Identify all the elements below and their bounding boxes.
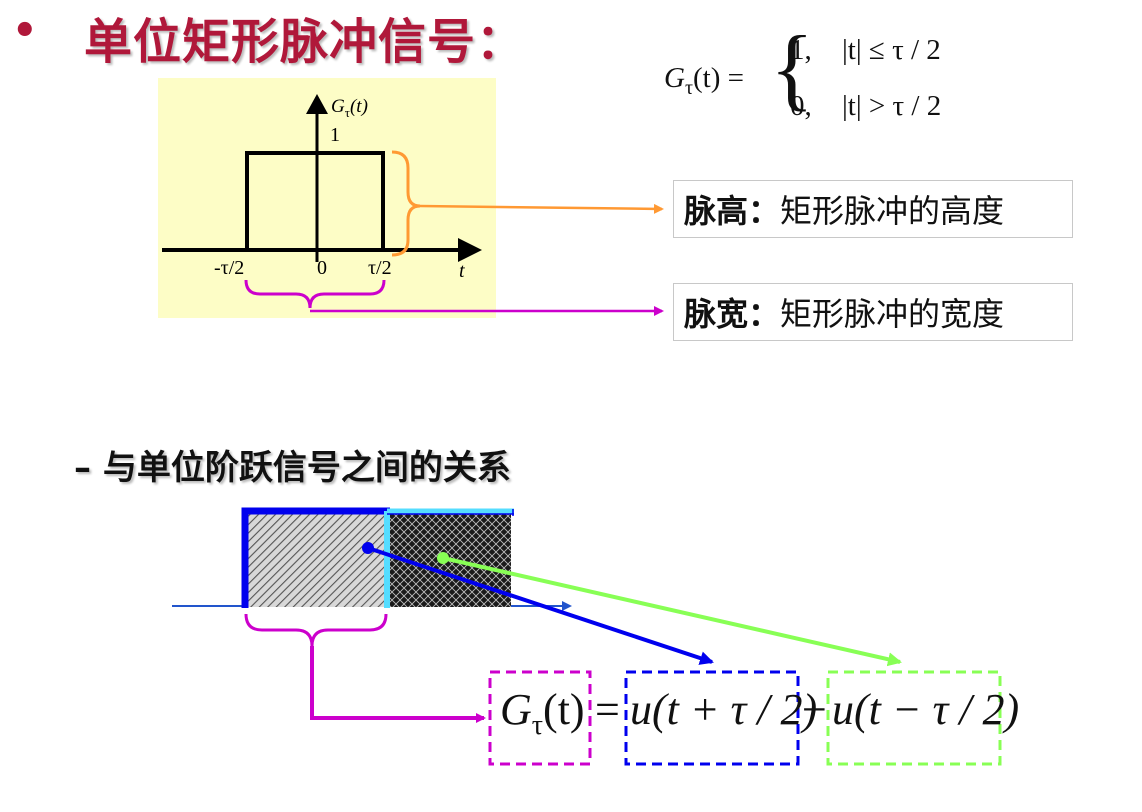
u-plus-dashed-box — [624, 670, 800, 766]
plot-x-tick-zero: 0 — [317, 257, 327, 279]
definition-lhs-symbol: G — [664, 62, 685, 94]
lower-width-brace — [244, 613, 388, 647]
plot-y-label-argument: (t) — [349, 96, 368, 117]
plot-y-label-subscript: τ — [344, 104, 350, 120]
u-minus-dashed-box — [826, 670, 1002, 766]
relation-term-u-minus: u(t − τ / 2) — [832, 685, 1020, 734]
plot-x-tick-neg-half-tau: -τ/2 — [214, 257, 245, 279]
case2-value: 0, — [790, 90, 812, 122]
plot-x-label: t — [459, 260, 465, 282]
lower-width-arrow — [310, 646, 486, 723]
pulse-height-separator: ： — [748, 192, 781, 230]
width-brace — [244, 279, 386, 309]
green-pointer-arrow — [442, 556, 902, 667]
pulse-width-separator: ： — [748, 295, 781, 333]
pulse-plot-background — [158, 78, 496, 318]
pulse-height-description: 矩形脉冲的高度 — [780, 192, 1005, 230]
definition-brace: { — [770, 17, 815, 119]
hatched-region — [247, 513, 385, 607]
pulse-width-term: 脉宽 — [684, 295, 749, 333]
height-arrow — [419, 203, 664, 214]
definition-lhs: Gτ(t) = — [664, 62, 744, 100]
definition-lhs-argument: (t) = — [693, 62, 744, 94]
relation-lhs-symbol: G — [500, 685, 532, 734]
height-brace — [391, 150, 421, 257]
plot-y-tick-1: 1 — [330, 124, 340, 146]
relation-lhs-argument: (t) — [543, 685, 585, 734]
plot-y-label-symbol: G — [331, 96, 345, 117]
relation-minus: − — [802, 685, 827, 734]
relation-equals: = — [595, 685, 620, 734]
gtau-dashed-box — [488, 670, 592, 766]
title-bullet: • — [12, 8, 38, 54]
case1-value: 1, — [790, 34, 812, 66]
relation-formula: Gτ(t) = u(t + τ / 2) − u(t − τ / 2) — [494, 684, 1019, 754]
relation-lhs-subscript: τ — [531, 709, 544, 741]
step-plus-outline — [241, 507, 390, 608]
pulse-width-box: 脉宽：矩形脉冲的宽度 — [673, 283, 1073, 341]
case1-condition: |t| ≤ τ / 2 — [842, 34, 941, 66]
pulse-width-description: 矩形脉冲的宽度 — [780, 295, 1005, 333]
page-title: 单位矩形脉冲信号： — [84, 14, 526, 70]
relation-lhs: Gτ(t) — [500, 684, 585, 742]
blue-pointer-arrow — [367, 546, 714, 665]
definition-formula: Gτ(t) = { 1, |t| ≤ τ / 2 0, |t| > τ / 2 — [664, 22, 984, 138]
relation-term-u-plus: u(t + τ / 2) — [630, 685, 818, 734]
case2-condition: |t| > τ / 2 — [842, 90, 942, 122]
relation-subheading: – 与单位阶跃信号之间的关系 — [74, 448, 511, 488]
plot-y-label: Gτ(t) — [331, 96, 368, 121]
plot-x-tick-half-tau: τ/2 — [368, 257, 392, 279]
plot-y-axis-arrow — [306, 94, 328, 114]
plot-x-axis-arrow — [458, 238, 482, 262]
pulse-height-term: 脉高 — [684, 192, 749, 230]
definition-lhs-subscript: τ — [684, 76, 693, 99]
rectangular-pulse — [245, 151, 385, 250]
pulse-height-box: 脉高：矩形脉冲的高度 — [673, 180, 1073, 238]
